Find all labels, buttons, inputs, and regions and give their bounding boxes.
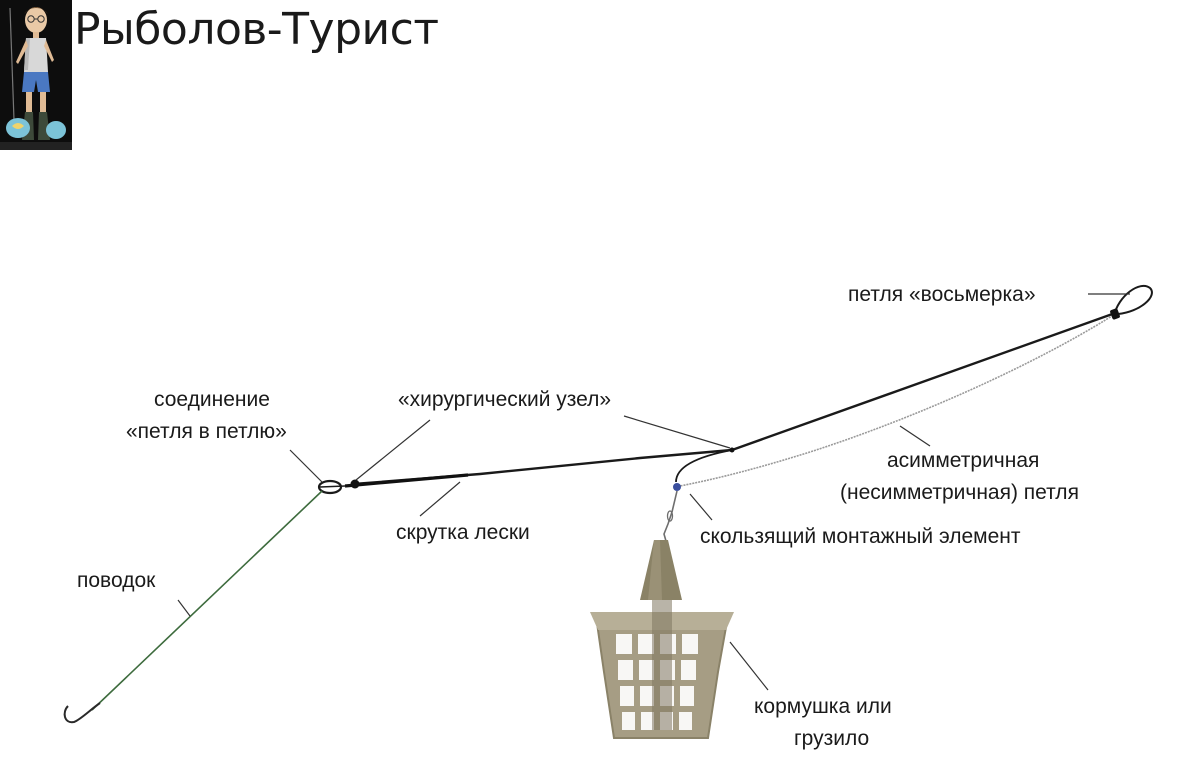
feeder-snap [663, 490, 678, 542]
label-surgical-knot: «хирургический узел» [398, 388, 611, 411]
label-asymmetric-line1: асимметричная [887, 449, 1039, 472]
sliding-element-hook-line [675, 449, 733, 483]
site-header: Рыболов-Турист [0, 0, 600, 150]
leader-line [91, 490, 323, 711]
surgical-knot-dot [729, 447, 735, 453]
label-connection-line1: соединение [154, 388, 270, 411]
sliding-element-bead [673, 483, 681, 491]
label-feeder-line1: кормушка или [754, 695, 892, 718]
twist-knot [350, 479, 360, 489]
loop-to-loop-connection [317, 479, 343, 495]
label-leader: поводок [77, 569, 156, 592]
label-sliding-element: скользящий монтажный элемент [700, 525, 1021, 548]
asymmetric-loop-line [679, 311, 1119, 487]
avatar[interactable] [0, 0, 72, 150]
fisherman-avatar-icon [0, 0, 72, 150]
label-connection-line2: «петля в петлю» [126, 420, 287, 443]
label-feeder-line2: грузило [794, 727, 869, 750]
label-asymmetric-line2: (несимметричная) петля [840, 481, 1079, 504]
site-title[interactable]: Рыболов-Турист [74, 4, 439, 55]
hook [63, 702, 101, 724]
callout-lines [177, 293, 1130, 691]
label-loop-eight: петля «восьмерка» [848, 283, 1036, 306]
feeder [590, 540, 734, 739]
line-twist [344, 473, 469, 488]
figure-eight-knot [1110, 308, 1120, 320]
label-twist: скрутка лески [396, 521, 530, 544]
figure-eight-loop [1113, 285, 1153, 317]
rig-lines [63, 285, 1153, 724]
